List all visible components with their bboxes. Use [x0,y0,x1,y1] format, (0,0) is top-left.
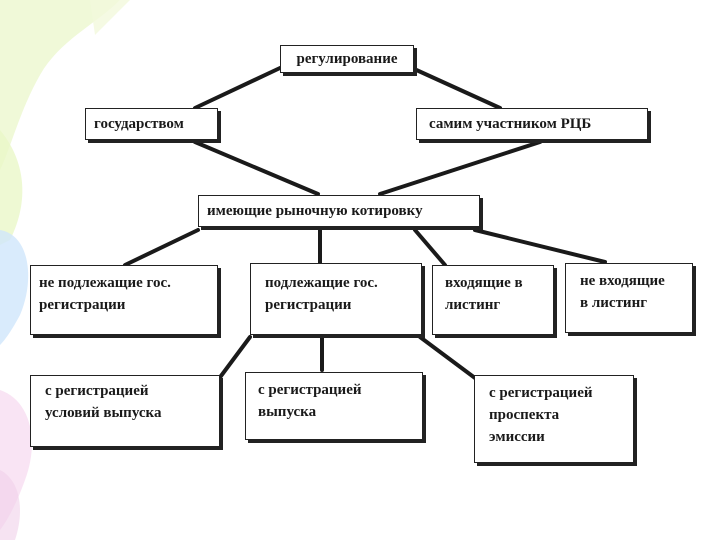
node-registration-issue: с регистрацией выпуска [245,372,423,440]
node-issuer-state: государством [85,108,218,140]
node-not-subject-line-2: регистрации [39,297,126,313]
node-quoted: имеющие рыночную котировку [198,195,480,227]
node-prospectus-line-2: проспекта [489,407,560,423]
node-subject-line-2: регистрации [265,297,352,313]
node-prospectus-line-1: с регистрацией [489,385,593,401]
decor-swirl-green [0,0,120,170]
node-subject-registration: подлежащие гос. регистрации [250,263,422,335]
node-listing-out-line-1: не входящие [580,273,665,289]
node-listing-in: входящие в листинг [432,265,554,335]
connector-quoted-not-subject [123,228,200,267]
decor-swirl-top [90,0,130,35]
node-root-label: регулирование [296,51,398,67]
node-listing-in-line-1: входящие в [445,275,523,291]
connector-quoted-listing-in [413,228,447,267]
node-quoted-label: имеющие рыночную котировку [207,203,423,219]
node-listing-in-line-2: листинг [445,297,501,313]
decor-swirl-pink-2 [0,470,20,540]
node-listing-out-line-2: в листинг [580,295,648,311]
node-conditions-line-1: с регистрацией [45,383,149,399]
connector-state-quoted [193,140,320,196]
connector-root-state [193,66,282,110]
decor-swirl-green-2 [0,130,23,245]
connector-subject-prospectus [418,335,477,380]
node-not-subject-line-1: не подлежащие гос. [39,275,171,291]
node-issue-line-1: с регистрацией [258,382,362,398]
node-listing-out: не входящие в листинг [565,263,693,333]
connector-root-participant [410,66,502,110]
decor-swirl-blue [0,230,29,345]
node-subject-line-1: подлежащие гос. [265,275,378,291]
node-conditions-line-2: условий выпуска [45,405,162,421]
connector-subject-conditions [216,335,252,382]
node-issuer-state-label: государством [94,116,184,132]
connector-quoted-listing-out [473,228,607,264]
node-registration-conditions: с регистрацией условий выпуска [30,375,220,447]
node-issue-line-2: выпуска [258,404,317,420]
node-registration-prospectus: с регистрацией проспекта эмиссии [474,375,634,463]
node-root-regulation: регулирование [280,45,414,73]
node-issuer-participant-label: самим участником РЦБ [429,116,592,132]
node-not-subject-registration: не подлежащие гос. регистрации [30,265,218,335]
connector-participant-quoted [378,140,542,196]
node-issuer-participant: самим участником РЦБ [416,108,648,140]
node-prospectus-line-3: эмиссии [489,429,545,445]
